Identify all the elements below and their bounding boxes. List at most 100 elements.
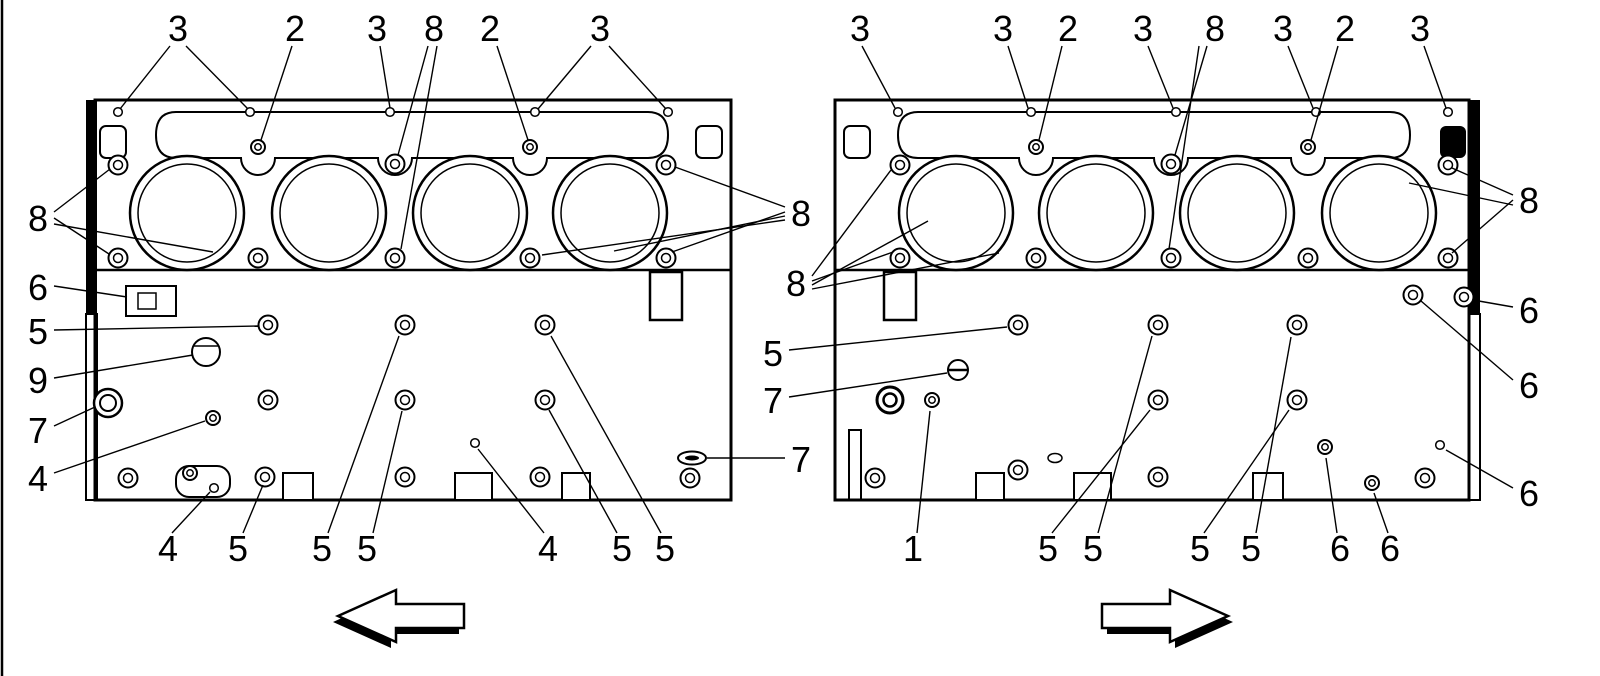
callout-leader-9 <box>53 354 194 379</box>
callout-6: 6 <box>1519 473 1539 514</box>
bolt-hole <box>394 314 416 336</box>
callout-4: 4 <box>158 528 178 569</box>
edge-step <box>848 429 862 500</box>
front-edge-band <box>86 100 97 314</box>
corner-boss <box>99 125 127 159</box>
callout-2: 2 <box>480 8 500 49</box>
valley-rail-cutout <box>154 111 670 176</box>
left-block-body <box>85 98 733 502</box>
callout-8: 8 <box>28 198 48 239</box>
corner-boss <box>695 125 723 159</box>
callout-leader-3 <box>861 45 896 109</box>
gallery-plug <box>1453 286 1475 308</box>
hole <box>1300 139 1316 155</box>
callout-5: 5 <box>228 528 248 569</box>
callout-leader-2 <box>1310 45 1339 141</box>
callout-leader-8 <box>1451 199 1514 254</box>
head-bolt-hole <box>1025 247 1047 269</box>
bolt-hole <box>1007 314 1029 336</box>
head-bolt-hole <box>384 247 406 269</box>
gallery-plug <box>1364 475 1380 491</box>
hole <box>1025 106 1037 118</box>
callout-7: 7 <box>28 410 48 451</box>
callout-leader-5 <box>1255 336 1292 534</box>
small-hole <box>1434 439 1446 451</box>
callout-leader-8 <box>397 45 429 156</box>
right-side-features <box>848 359 1284 501</box>
callout-leader-6 <box>1472 299 1514 308</box>
callout-5: 5 <box>312 528 332 569</box>
callout-leader-5 <box>1051 409 1151 534</box>
callout-8: 8 <box>791 193 811 234</box>
callout-leader-3 <box>1423 45 1447 109</box>
head-bolt-hole <box>889 247 911 269</box>
direction-arrow-right <box>1100 588 1233 648</box>
callout-5: 5 <box>1038 528 1058 569</box>
hole <box>1442 106 1454 118</box>
head-bolt-hole <box>519 247 541 269</box>
callout-leader-8 <box>674 166 786 208</box>
head-bolt-hole <box>655 154 677 176</box>
cylinder-bore <box>270 154 388 272</box>
callout-2: 2 <box>1335 8 1355 49</box>
bolt-hole <box>529 466 551 488</box>
callout-5: 5 <box>357 528 377 569</box>
large-gallery-plug-inner <box>882 392 898 408</box>
callout-leader-3 <box>1287 45 1314 109</box>
valley-rail-cutout <box>896 111 1412 176</box>
head-bolt-hole <box>1437 154 1459 176</box>
callout-leader-6 <box>1445 449 1514 489</box>
bolt-hole <box>1286 314 1308 336</box>
hole <box>250 139 266 155</box>
callout-leader-8 <box>53 168 111 213</box>
small-hole <box>469 437 481 449</box>
hole <box>662 106 674 118</box>
callout-leader-8 <box>811 252 1000 290</box>
hole <box>1170 106 1182 118</box>
right-block-body <box>833 98 1481 502</box>
gallery-plug-bracket <box>125 285 177 317</box>
callout-leader-5 <box>1203 409 1290 534</box>
bolt-hole <box>1286 389 1308 411</box>
hole <box>384 106 396 118</box>
right-side-holes <box>864 284 1475 491</box>
head-bolt-hole <box>1297 247 1319 269</box>
bolt-hole <box>257 314 279 336</box>
callout-leader-3 <box>1147 45 1174 109</box>
bolt-hole <box>182 465 198 481</box>
callout-leader-8 <box>53 223 214 253</box>
callout-leader-8 <box>811 251 894 282</box>
callout-6: 6 <box>1380 528 1400 569</box>
callout-3: 3 <box>993 8 1013 49</box>
bolt-hole <box>1414 467 1436 489</box>
gallery-plug <box>1402 284 1424 306</box>
callout-leader-3 <box>185 45 249 110</box>
callout-5: 5 <box>655 528 675 569</box>
rear-gallery-plug-slot <box>685 455 699 461</box>
callout-leader-4 <box>477 448 545 534</box>
callout-5: 5 <box>1083 528 1103 569</box>
cylinder-bore <box>1037 154 1155 272</box>
callout-2: 2 <box>285 8 305 49</box>
callout-leader-2 <box>496 45 529 141</box>
callout-leader-3 <box>379 45 391 109</box>
callout-8: 8 <box>1519 180 1539 221</box>
callout-leader-4 <box>171 491 211 534</box>
front-edge-band-lower <box>1468 313 1481 501</box>
front-edge-band <box>1469 100 1480 314</box>
callout-5: 5 <box>612 528 632 569</box>
callout-leader-3 <box>119 45 171 110</box>
callout-leader-5 <box>53 325 259 331</box>
hole <box>1028 139 1044 155</box>
cup-plug <box>191 337 221 367</box>
bolt-hole <box>254 466 276 488</box>
bolt-hole <box>1147 389 1169 411</box>
callout-leader-6 <box>53 285 128 298</box>
callout-leader-8 <box>1408 182 1514 206</box>
callout-leader-6 <box>1325 457 1338 534</box>
callout-4: 4 <box>538 528 558 569</box>
callout-3: 3 <box>590 8 610 49</box>
callout-leader-2 <box>1038 45 1063 141</box>
callout-6: 6 <box>28 267 48 308</box>
